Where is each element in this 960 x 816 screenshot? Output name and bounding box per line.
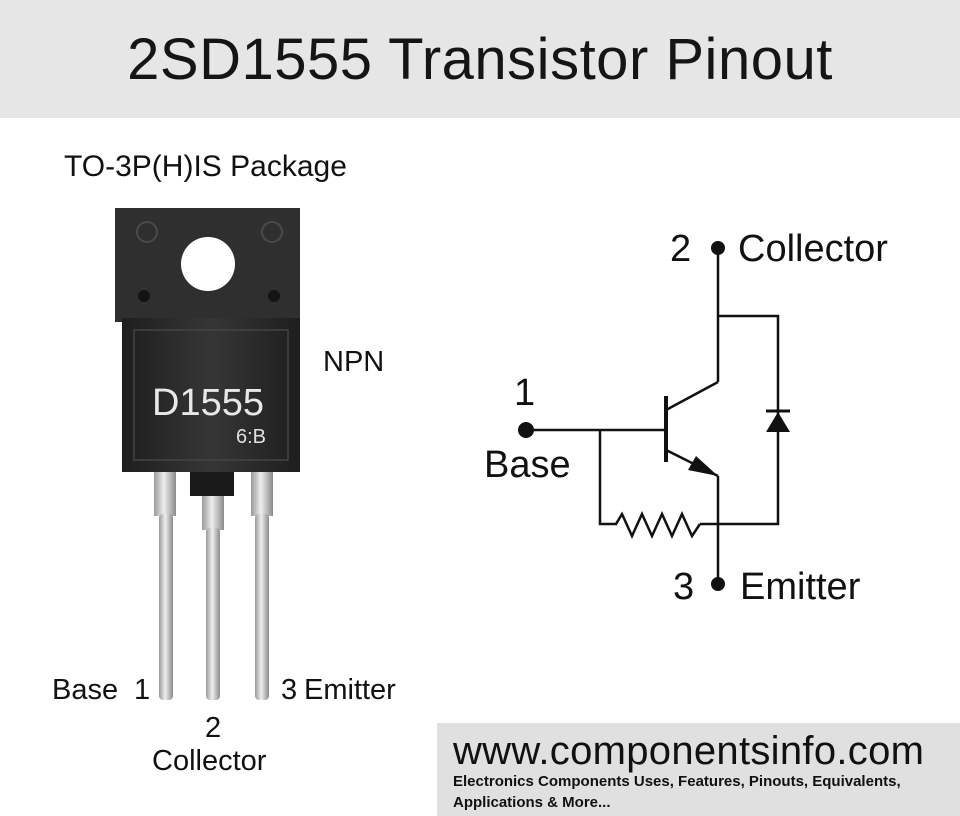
title-banner: 2SD1555 Transistor Pinout xyxy=(0,0,960,118)
schematic-base-label: Base xyxy=(484,444,571,486)
pin-base-label: Base xyxy=(52,674,119,706)
package-body xyxy=(122,318,300,472)
page-title: 2SD1555 Transistor Pinout xyxy=(127,26,833,92)
emitter-terminal xyxy=(711,577,725,591)
transistor-type-label: NPN xyxy=(323,346,385,378)
diode-branch xyxy=(700,314,780,526)
pin-emitter-label: Emitter xyxy=(304,674,396,706)
resistor-branch xyxy=(598,430,702,540)
schematic-collector-label: Collector xyxy=(738,228,888,270)
schematic-emitter-number: 3 xyxy=(673,566,695,608)
pin-collector-label: Collector xyxy=(152,745,267,777)
base-terminal xyxy=(518,422,534,438)
emitter-arrow xyxy=(688,456,718,476)
website-link[interactable]: www.componentsinfo.com xyxy=(453,729,925,773)
package-marking: D1555 xyxy=(152,382,264,424)
pin-collector-number: 2 xyxy=(205,712,222,744)
diode-symbol xyxy=(766,409,790,432)
schematic-base-number: 1 xyxy=(514,372,536,414)
pin-emitter-number: 3 xyxy=(281,674,298,706)
schematic-emitter-label: Emitter xyxy=(740,566,861,608)
mounting-hole xyxy=(181,237,235,291)
schematic-collector-number: 2 xyxy=(670,228,692,270)
collector-terminal xyxy=(711,241,725,255)
footer-banner: www.componentsinfo.com Electronics Compo… xyxy=(437,723,960,816)
footer-tagline: Electronics Components Uses, Features, P… xyxy=(453,773,901,811)
package-marking-code: 6:B xyxy=(236,426,266,448)
package-label: TO-3P(H)IS Package xyxy=(64,150,347,183)
pin-base-number: 1 xyxy=(134,674,151,706)
package-leads xyxy=(154,466,273,700)
